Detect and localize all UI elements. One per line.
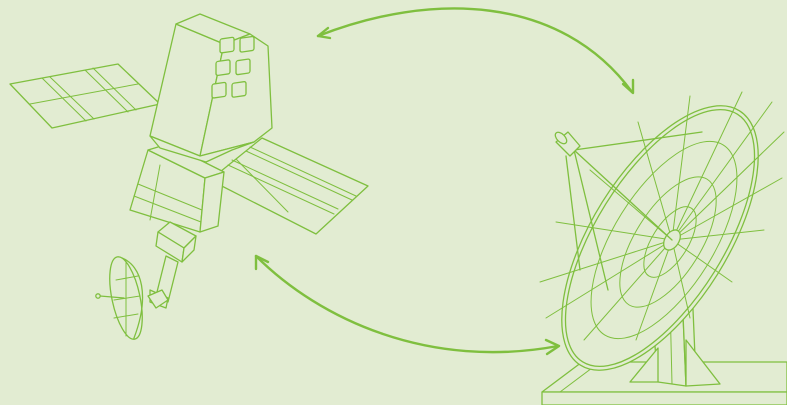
satellite-small-dish	[96, 254, 168, 342]
satellite-upper-module	[150, 14, 272, 162]
right-solar-panel	[210, 138, 368, 234]
upper-arrow-icon	[318, 8, 633, 93]
left-solar-panel	[10, 64, 160, 128]
satellite-dish-icon	[523, 75, 787, 405]
satellite-icon	[10, 14, 368, 342]
lower-arrow-icon	[256, 256, 559, 354]
